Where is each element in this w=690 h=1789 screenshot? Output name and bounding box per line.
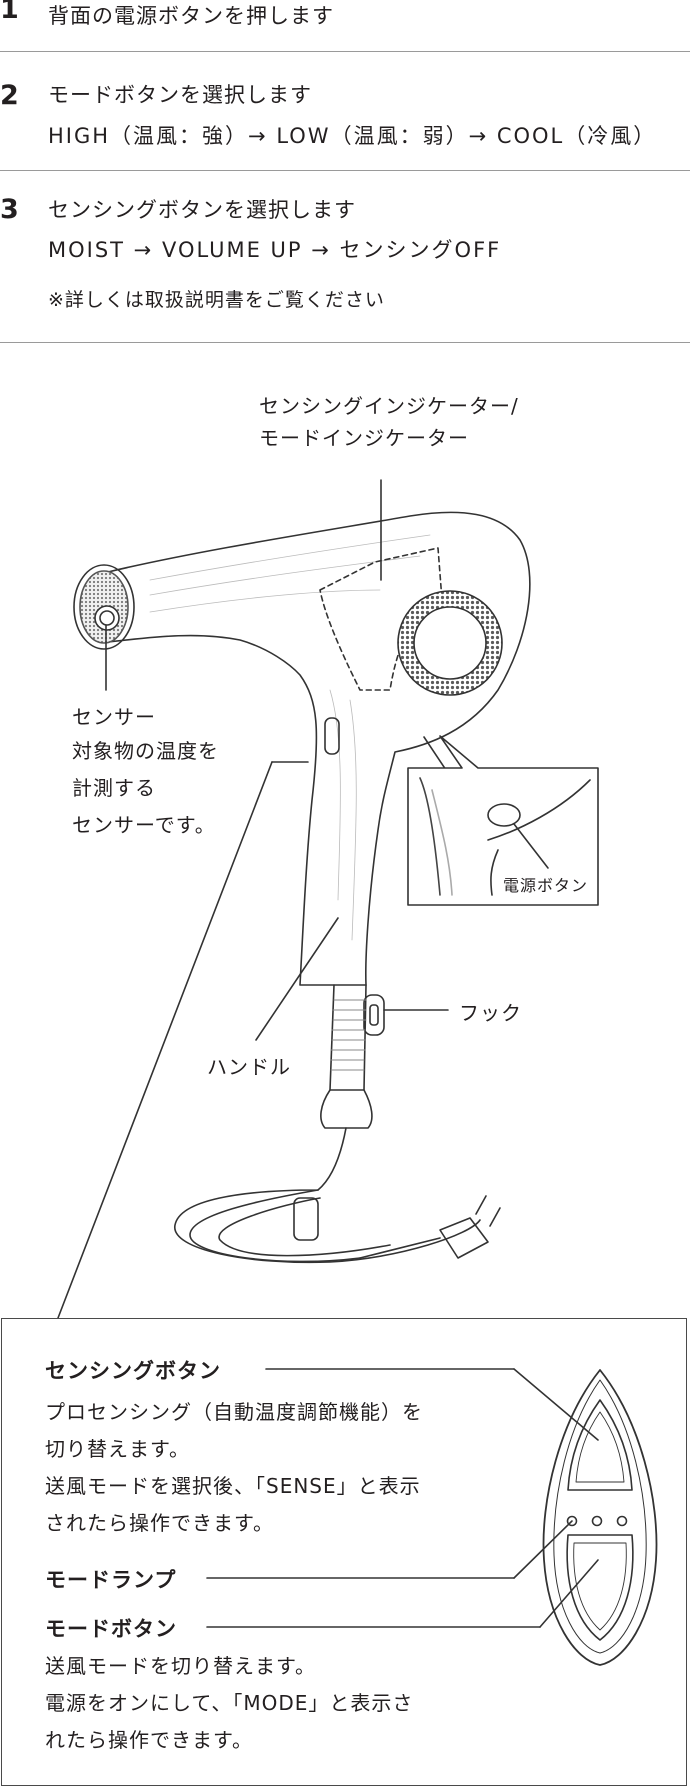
mode-button-description: 送風モードを切り替えます。 電源をオンにして、「MODE」と表示さ れたら操作で… xyxy=(45,1654,414,1752)
dryer-body xyxy=(107,511,531,986)
step-note: ※詳しくは取扱説明書をご覧ください xyxy=(48,289,385,311)
sensor-description: 対象物の温度を 計測する センサーです。 xyxy=(72,739,219,837)
mode-lamp-title: モードランプ xyxy=(45,1568,177,1592)
sensing-button-icon xyxy=(567,1399,633,1491)
button-detail-box xyxy=(1,1318,687,1786)
step-detail: MOIST → VOLUME UP → センシングOFF xyxy=(48,238,502,262)
power-button-icon xyxy=(487,803,521,827)
step-number: 2 xyxy=(0,80,19,111)
indicator-label: モードインジケーター xyxy=(259,426,469,450)
step-title: モードボタンを選択します xyxy=(48,83,312,107)
indicator-label: センシングインジケーター/ xyxy=(259,394,519,418)
mode-button-title: モードボタン xyxy=(45,1617,177,1641)
indicator-area xyxy=(319,547,443,691)
step-title: センシングボタンを選択します xyxy=(48,198,356,222)
hook-icon xyxy=(363,994,385,1036)
button-panel xyxy=(542,1369,658,1666)
sensing-button-title: センシングボタン xyxy=(45,1359,221,1383)
power-button-label: 電源ボタン xyxy=(503,876,589,895)
plug-icon xyxy=(439,1217,489,1259)
nozzle-front xyxy=(73,564,135,650)
step-number: 1 xyxy=(0,0,19,25)
power-cord xyxy=(174,1127,481,1264)
sensor-title: センサー xyxy=(72,705,156,729)
mode-lamp-icon xyxy=(566,1515,578,1527)
step-title: 背面の電源ボタンを押します xyxy=(48,4,334,28)
divider xyxy=(0,342,690,343)
mode-button-icon xyxy=(566,1534,634,1641)
step-detail: HIGH（温風：強）→ LOW（温風：弱）→ COOL（冷風） xyxy=(48,124,657,148)
divider xyxy=(0,51,690,52)
sensing-button-description: プロセンシング（自動温度調節機能）を 切り替えます。 送風モードを選択後、「SE… xyxy=(45,1400,423,1535)
hook-label: フック xyxy=(459,1001,522,1025)
step-number: 3 xyxy=(0,194,19,225)
handle-label: ハンドル xyxy=(207,1055,291,1079)
divider xyxy=(0,170,690,171)
handle-buttons xyxy=(324,717,340,755)
